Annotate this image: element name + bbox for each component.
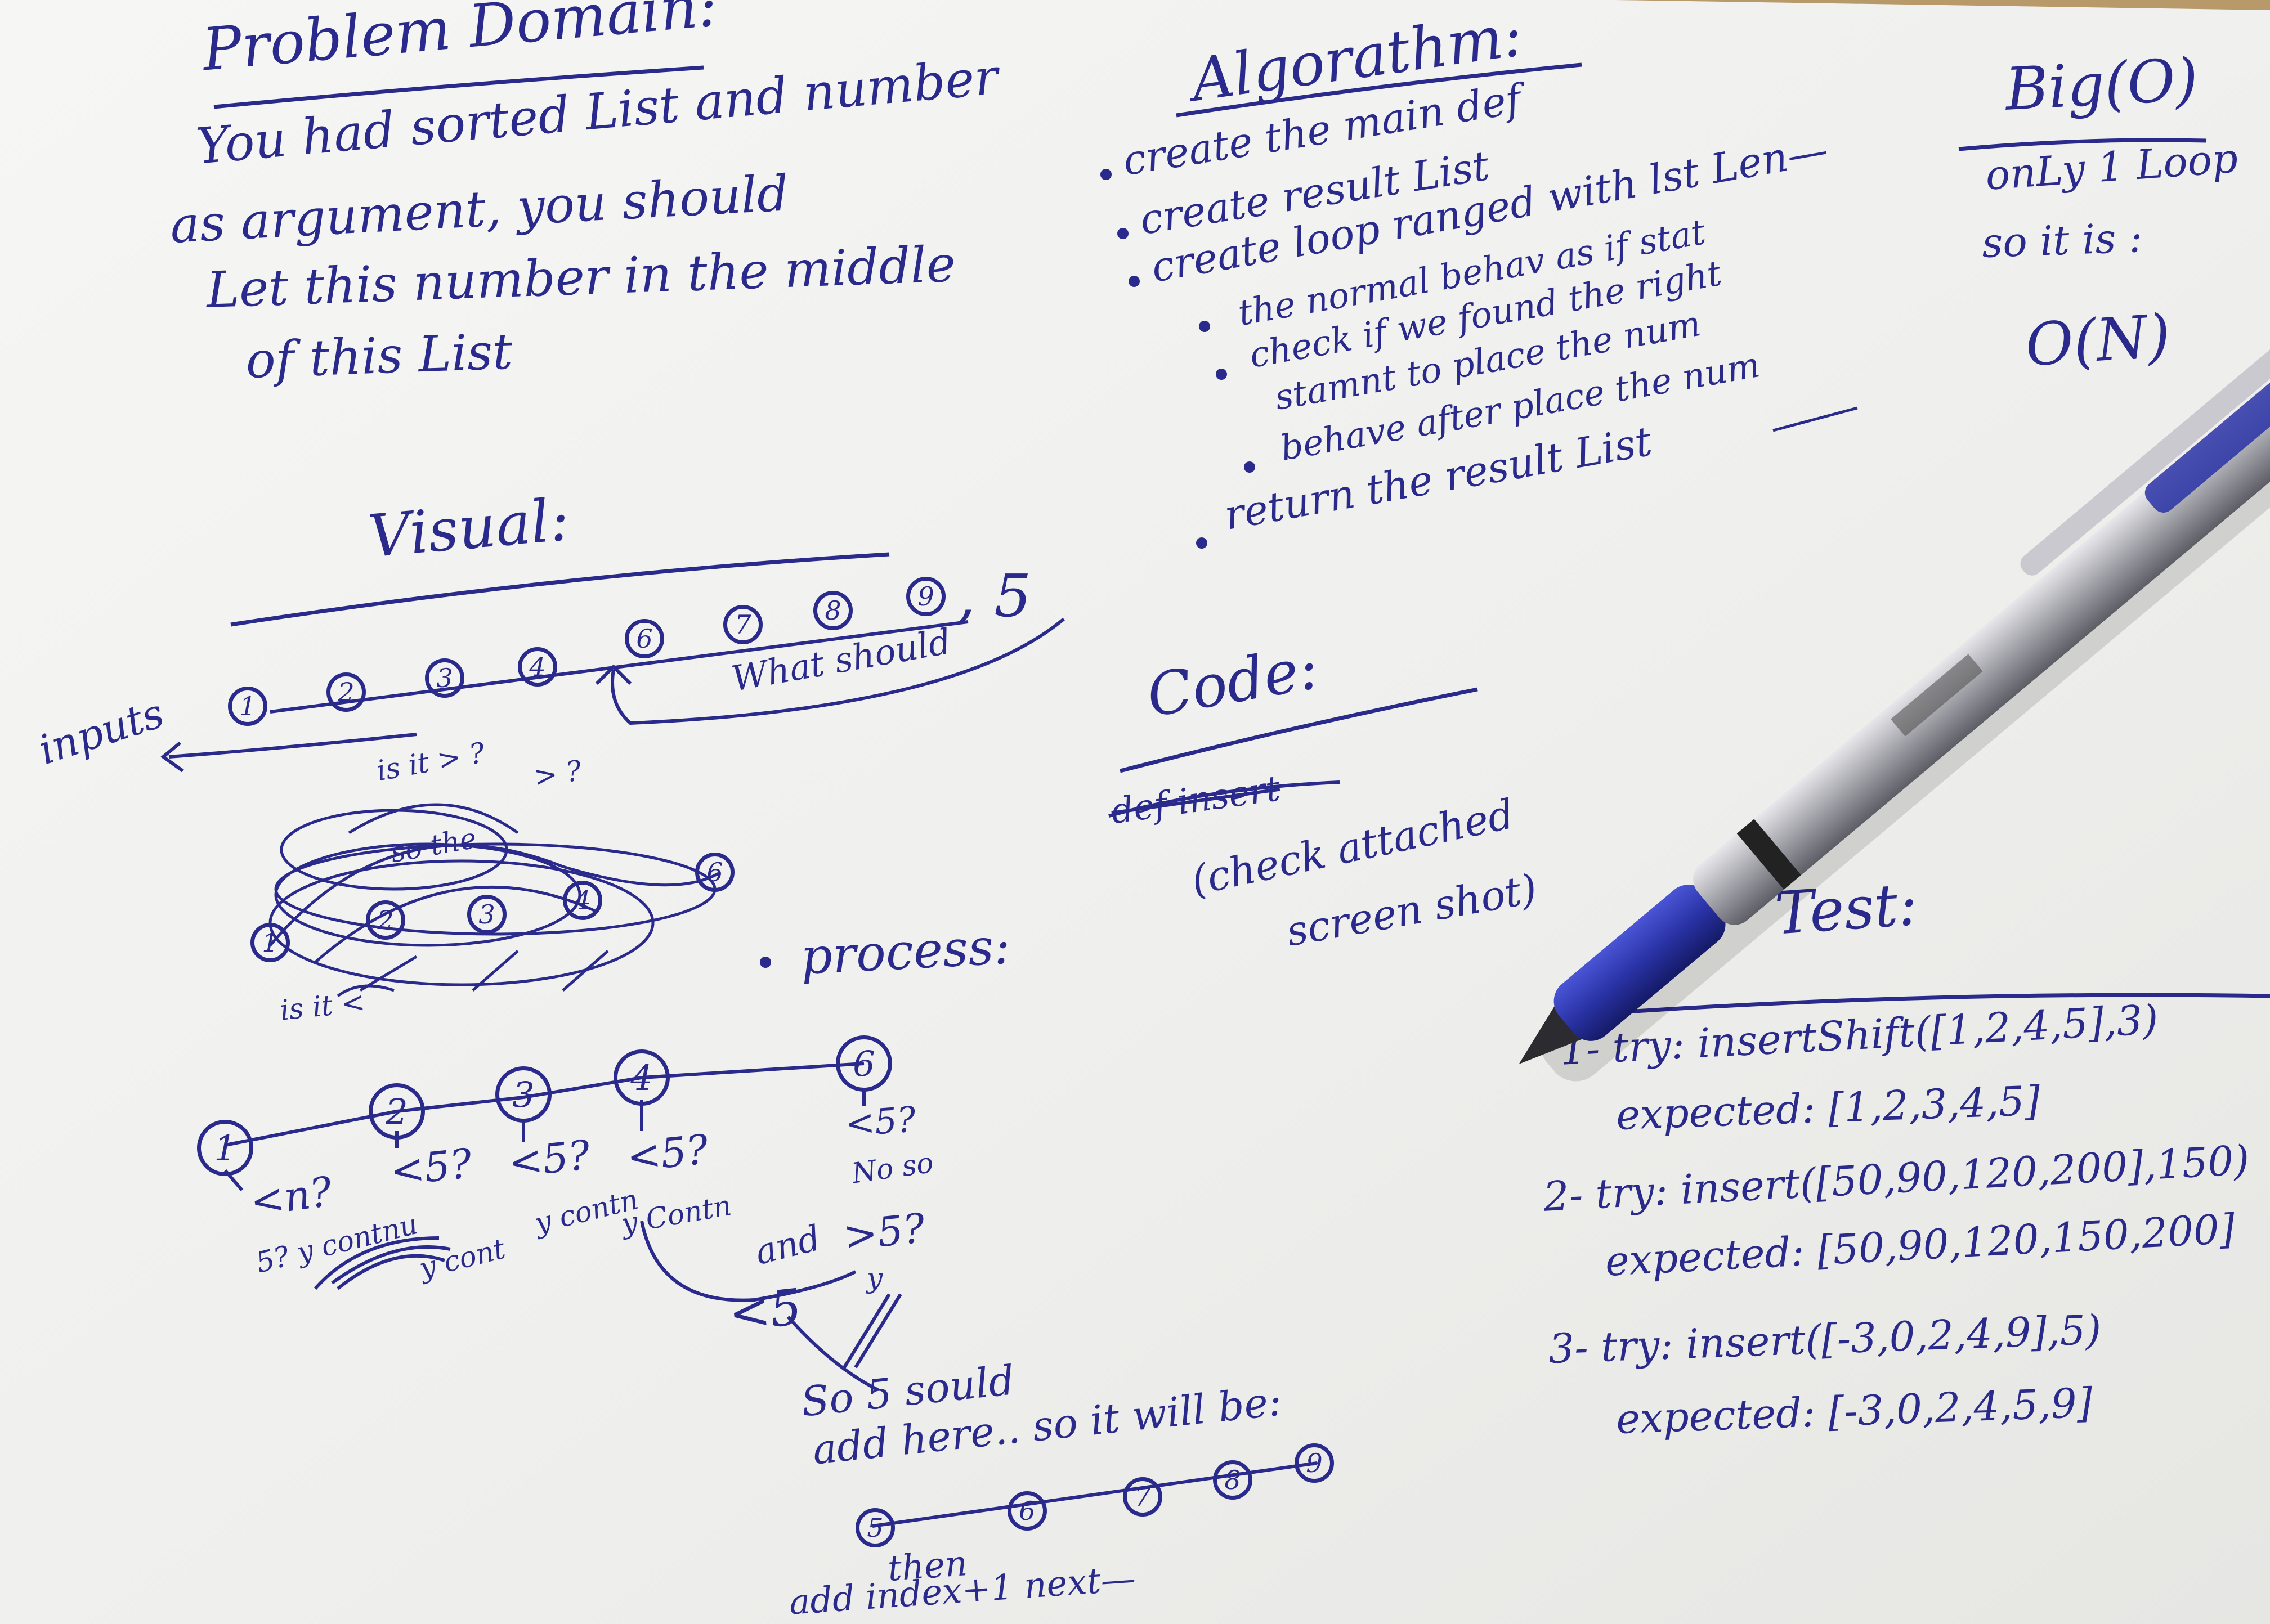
sketch-node: 6 xyxy=(695,853,735,892)
step-bullet xyxy=(1100,169,1112,180)
step-bullet xyxy=(1129,276,1140,287)
input-node: 4 xyxy=(518,647,557,687)
process-node: 1 xyxy=(197,1120,253,1176)
result-node: 6 xyxy=(1008,1491,1047,1531)
input-node: 6 xyxy=(625,619,664,658)
step-bullet xyxy=(1117,228,1129,239)
sketch-node: 2 xyxy=(366,900,405,940)
step-bullet xyxy=(1196,537,1207,549)
process-node: 4 xyxy=(614,1049,670,1106)
problem-line-4: of this List xyxy=(244,322,514,389)
process-node: 2 xyxy=(369,1083,425,1140)
big-o-line-2: so it is : xyxy=(1981,214,2143,267)
process-check: <5? xyxy=(624,1125,711,1181)
step-bullet xyxy=(1199,321,1210,332)
process-lt: <5 xyxy=(726,1277,805,1343)
process-yes: y xyxy=(867,1262,883,1294)
sketch-node: 4 xyxy=(563,881,602,920)
process-gt: >5? xyxy=(841,1204,928,1260)
sketch-label: > ? xyxy=(531,754,584,793)
process-check: <5? xyxy=(506,1130,593,1187)
input-node: 8 xyxy=(813,591,853,630)
visual-heading: Visual: xyxy=(365,484,572,571)
big-o-line-3: O(N) xyxy=(2023,301,2173,380)
process-check: <n? xyxy=(247,1167,335,1226)
process-node: 3 xyxy=(495,1066,552,1123)
input-node: 1 xyxy=(228,687,267,726)
input-node: 7 xyxy=(723,605,763,644)
process-check: <5? xyxy=(388,1139,474,1195)
input-value: , 5 xyxy=(957,562,1032,630)
result-node: 7 xyxy=(1123,1477,1162,1517)
result-node: 8 xyxy=(1213,1460,1252,1500)
process-check: <5? xyxy=(844,1098,917,1145)
step-bullet xyxy=(1216,369,1227,380)
process-bullet xyxy=(760,957,771,968)
process-node: 6 xyxy=(836,1035,892,1092)
test-heading: Test: xyxy=(1772,869,1920,948)
sketch-node: 1 xyxy=(250,923,290,962)
sketch-node: 3 xyxy=(467,895,507,934)
process-heading: process: xyxy=(799,917,1012,986)
result-node: 9 xyxy=(1295,1443,1334,1483)
big-o-heading: Big(O) xyxy=(2003,45,2200,124)
input-node: 9 xyxy=(906,577,946,616)
step-bullet xyxy=(1244,461,1255,473)
input-node: 2 xyxy=(326,672,366,712)
input-node: 3 xyxy=(425,658,464,698)
result-node: 5 xyxy=(856,1508,895,1547)
